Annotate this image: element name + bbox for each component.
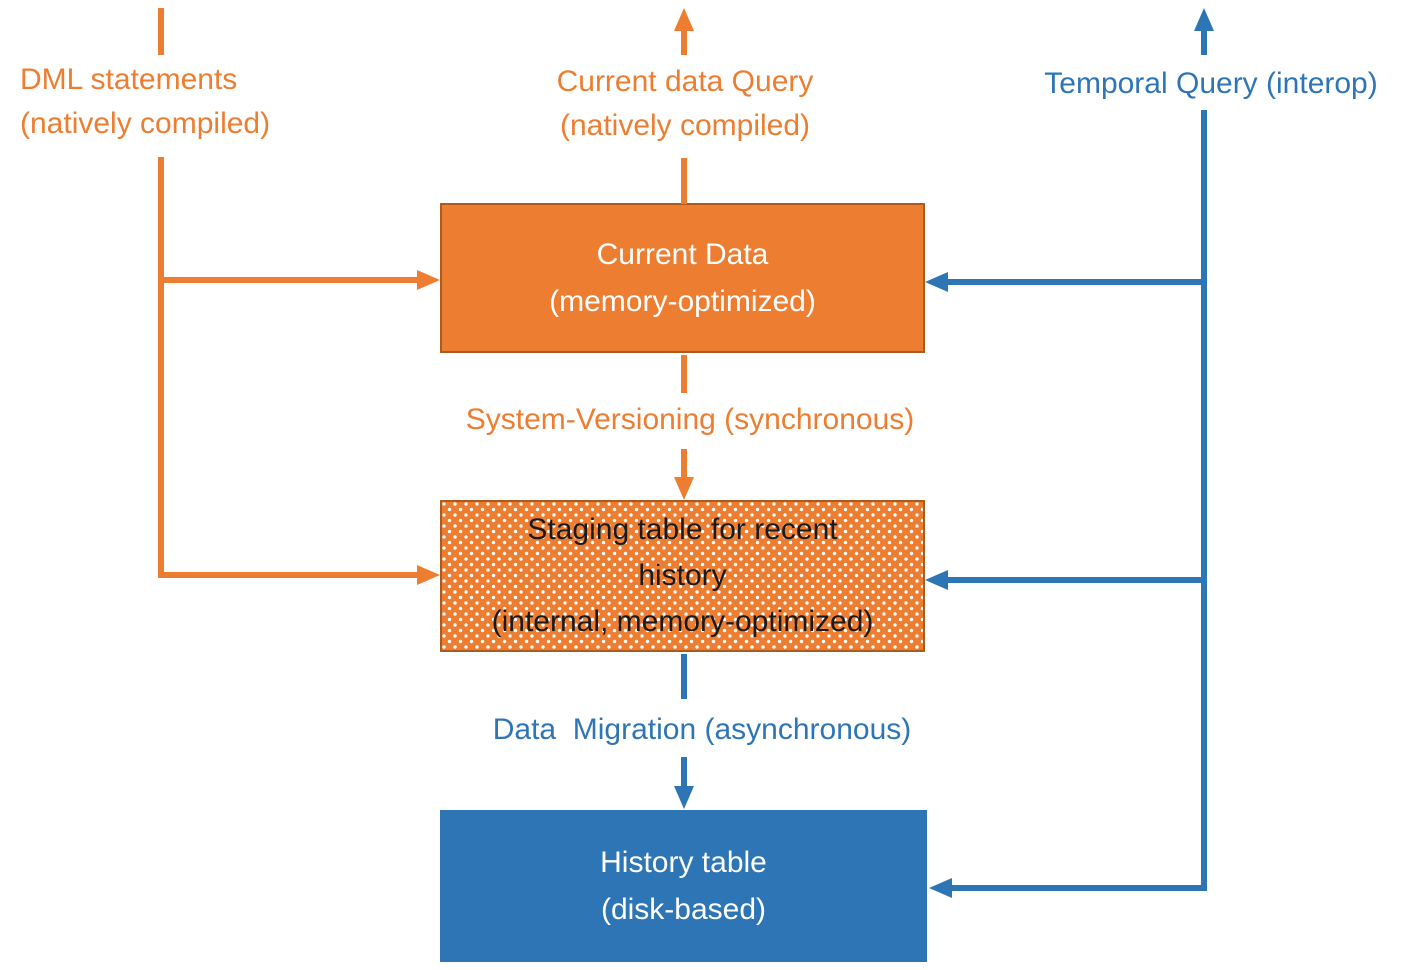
temporal-to-current-arrowhead-icon — [925, 272, 948, 292]
data-migration-lower-segment — [681, 757, 687, 787]
data-migration-arrowhead-icon — [674, 786, 694, 809]
dml-line-top-segment — [158, 8, 164, 55]
history-table-box: History table (disk-based) — [440, 810, 927, 962]
system-versioning-label: System-Versioning (synchronous) — [465, 403, 915, 436]
temporal-to-staging-connector — [947, 577, 1205, 583]
dml-to-staging-arrowhead-icon — [417, 565, 440, 585]
data-migration-label: Data Migration (asynchronous) — [492, 713, 912, 746]
system-versioning-arrowhead-icon — [674, 477, 694, 500]
temporal-query-label: Temporal Query (interop) — [1044, 67, 1378, 100]
dml-to-current-connector — [158, 277, 418, 283]
dml-statements-label: DML statements (natively compiled) — [20, 63, 271, 140]
data-migration-upper-segment — [681, 654, 687, 699]
temporal-to-staging-arrowhead-icon — [925, 570, 948, 590]
dml-line-main-segment — [158, 157, 164, 578]
temporal-query-arrowhead-icon — [1194, 8, 1214, 31]
temporal-to-history-arrowhead-icon — [929, 878, 952, 898]
temporal-to-current-connector — [947, 279, 1205, 285]
dml-to-current-arrowhead-icon — [417, 270, 440, 290]
temporal-query-main-segment — [1201, 110, 1207, 891]
current-query-to-box-segment — [681, 158, 687, 204]
system-versioning-upper-segment — [681, 355, 687, 393]
current-data-box: Current Data (memory-optimized) — [440, 203, 925, 353]
current-query-arrowhead-icon — [674, 8, 694, 31]
system-versioning-lower-segment — [681, 449, 687, 478]
temporal-to-history-connector — [951, 885, 1207, 891]
staging-table-box: Staging table for recent history (intern… — [440, 500, 925, 652]
dml-to-staging-connector — [158, 572, 418, 578]
current-query-arrow-shaft — [681, 28, 687, 55]
temporal-query-arrow-shaft — [1201, 28, 1207, 55]
current-data-query-label: Current data Query (natively compiled) — [556, 65, 814, 142]
